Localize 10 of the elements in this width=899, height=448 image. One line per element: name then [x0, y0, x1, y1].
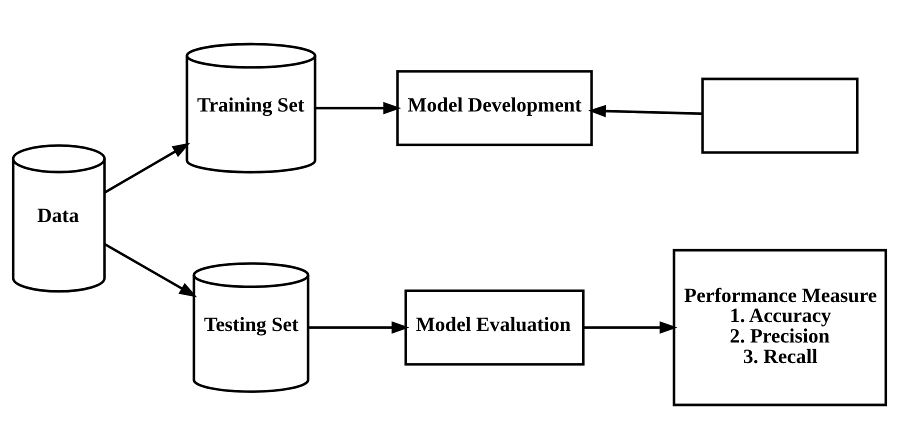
- node-box: Model Evaluation: [404, 289, 585, 366]
- node-box: [701, 77, 859, 154]
- node-box: Model Development: [396, 70, 593, 146]
- arrow: [588, 104, 702, 117]
- arrow: [316, 101, 402, 114]
- arrow: [104, 142, 190, 194]
- arrow: [583, 320, 678, 334]
- arrow: [104, 242, 197, 297]
- arrow: [308, 320, 410, 334]
- node-box: Performance Measure 1. Accuracy 2. Precision 3. Recall: [672, 248, 888, 406]
